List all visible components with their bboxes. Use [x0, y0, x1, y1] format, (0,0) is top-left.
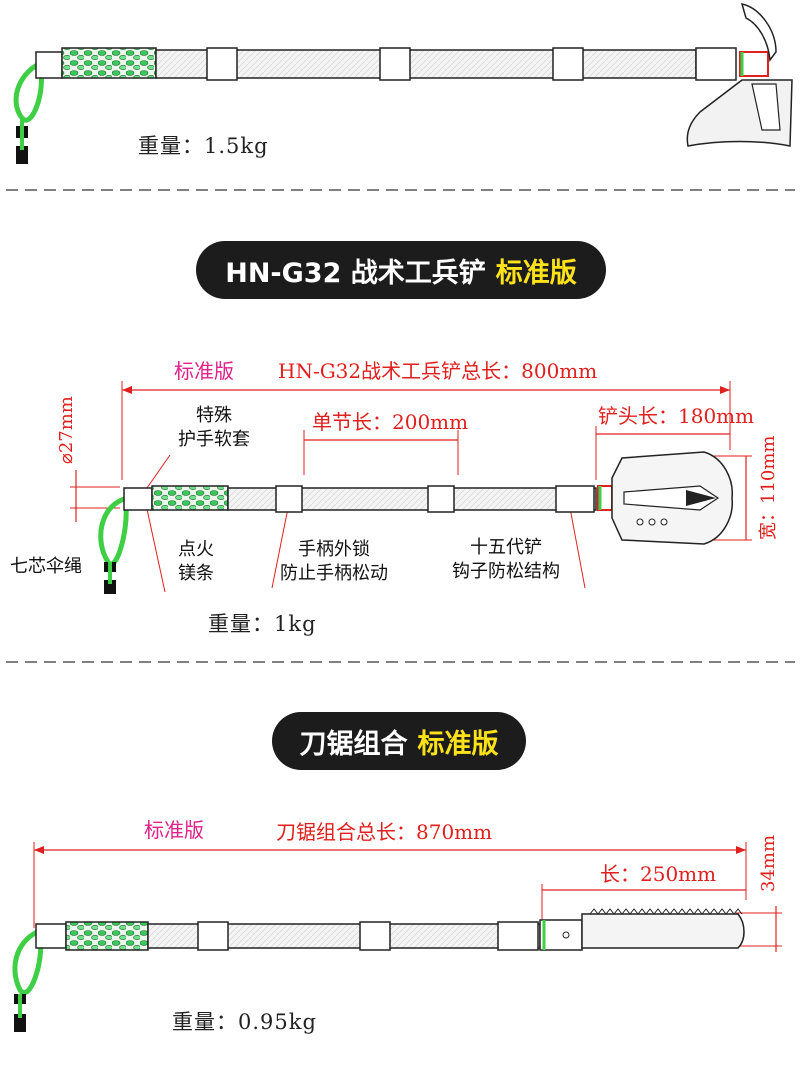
saw-version-label: 标准版 — [144, 818, 204, 842]
axe-weight: 重量：1.5kg — [138, 134, 269, 158]
saw-height: 34mm — [758, 834, 779, 892]
shovel-version-label: 标准版 — [174, 359, 234, 383]
shovel-heading: HN-G32 战术工兵铲 标准版 — [196, 241, 606, 299]
shovel-segment-length: 单节长：200mm — [312, 410, 469, 434]
shovel-note: 十五代铲 钩子防松结构 — [452, 537, 560, 583]
saw-length: 长：250mm — [600, 862, 717, 886]
grip-note: 特殊 护手软套 — [178, 405, 250, 451]
saw-heading-highlight: 标准版 — [417, 728, 499, 760]
shovel-drawing — [70, 381, 752, 594]
axe-drawing — [13, 2, 793, 164]
shovel-total-length: HN-G32战术工兵铲总长：800mm — [278, 359, 598, 383]
saw-heading-title: 刀锯组合 — [299, 728, 408, 760]
saw-weight: 重量：0.95kg — [172, 1010, 317, 1034]
shovel-diameter: ⌀27mm — [56, 396, 77, 464]
saw-drawing — [12, 842, 782, 1032]
lock-note: 手柄外锁 防止手柄松动 — [280, 539, 388, 585]
saw-total-length: 刀锯组合总长：870mm — [276, 820, 493, 844]
shovel-heading-title: HN-G32 战术工兵铲 — [225, 257, 486, 289]
shovel-width: 宽：110mm — [758, 435, 779, 541]
shovel-weight: 重量：1kg — [208, 612, 317, 636]
rope-label: 七芯伞绳 — [10, 556, 82, 577]
shovel-heading-highlight: 标准版 — [495, 257, 577, 289]
shovel-head-length: 铲头长：180mm — [598, 404, 755, 428]
saw-heading: 刀锯组合 标准版 — [272, 712, 526, 770]
ignite-note: 点火 镁条 — [178, 539, 214, 585]
